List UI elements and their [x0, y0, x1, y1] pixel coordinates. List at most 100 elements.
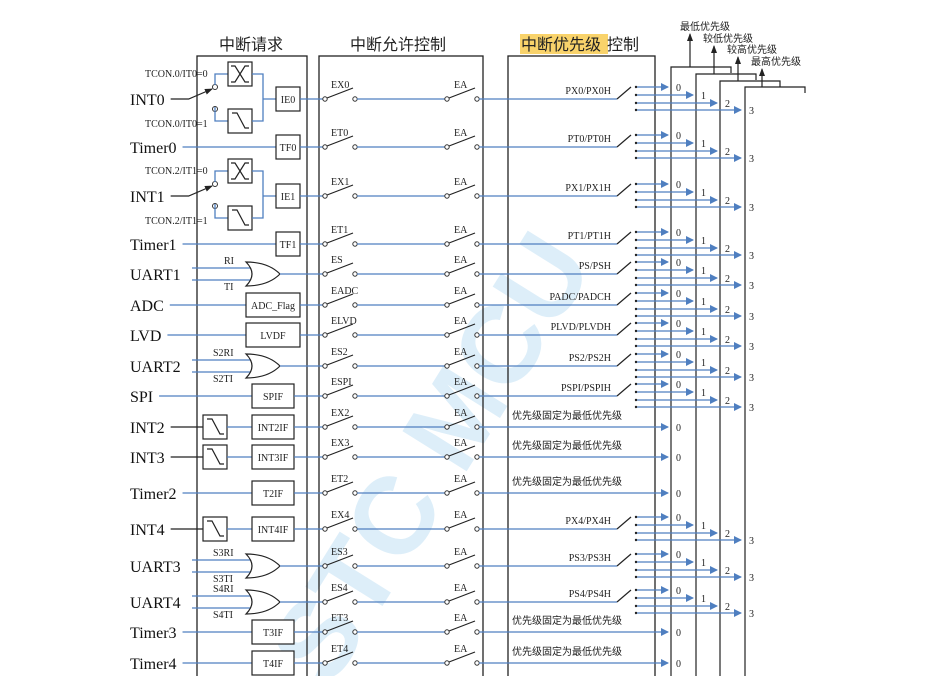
enable-switch-contact — [352, 393, 358, 399]
or-gate — [244, 553, 281, 579]
ea-switch-contact — [474, 241, 480, 247]
ea-switch-contact — [444, 332, 450, 338]
priority-level-number: 2 — [725, 147, 730, 158]
priority-level-number: 3 — [749, 609, 754, 620]
priority-level-number: 0 — [676, 350, 681, 361]
priority-level-number: 2 — [725, 366, 730, 377]
priority-level-number: 2 — [725, 529, 730, 540]
enable-switch-arm — [326, 262, 354, 274]
priority-level-number: 2 — [725, 305, 730, 316]
or-input-label-1: S2TI — [213, 374, 233, 385]
priority-contact — [634, 108, 638, 112]
priority-switch-arm — [616, 516, 632, 530]
priority-switch-arm — [616, 86, 632, 100]
enable-bit-label: ET4 — [331, 644, 348, 655]
priority-contact — [634, 307, 638, 311]
source-label: INT4 — [130, 522, 165, 539]
source-label: SPI — [130, 389, 153, 406]
priority-level-number: 3 — [749, 573, 754, 584]
enable-switch-contact — [322, 302, 328, 308]
flag-label: INT2IF — [258, 423, 289, 434]
ea-switch-arm — [448, 481, 476, 493]
enable-panel — [318, 55, 484, 676]
source-label: Timer4 — [130, 656, 177, 673]
falling-edge-box — [227, 205, 253, 231]
priority-contact — [634, 588, 638, 592]
ea-label: EA — [454, 474, 468, 485]
enable-switch-contact — [322, 454, 328, 460]
ea-switch-contact — [474, 393, 480, 399]
ea-label: EA — [454, 177, 468, 188]
ea-switch-contact — [444, 526, 450, 532]
ea-switch-contact — [474, 526, 480, 532]
priority-contact — [634, 515, 638, 519]
wire — [214, 204, 228, 219]
enable-bit-label: EADC — [331, 286, 359, 297]
enable-switch-contact — [352, 363, 358, 369]
wire — [214, 73, 228, 85]
priority-contact — [634, 156, 638, 160]
enable-bit-label: EX0 — [331, 80, 349, 91]
enable-switch-contact — [322, 144, 328, 150]
source-label: UART1 — [130, 267, 181, 284]
priority-contact — [634, 321, 638, 325]
priority-level-number: 3 — [749, 536, 754, 547]
priority-bits-label: PS4/PS4H — [569, 589, 611, 600]
flag-label: SPIF — [263, 392, 283, 403]
priority-level-number: 1 — [701, 188, 706, 199]
flag-box — [275, 183, 301, 209]
request-panel — [196, 55, 308, 676]
both-edge-icon — [231, 162, 249, 180]
priority-level-number: 0 — [676, 289, 681, 300]
priority-contact — [634, 133, 638, 137]
priority-contact — [634, 398, 638, 402]
priority-level-label-1: 较低优先级 — [703, 32, 753, 45]
priority-level-number: 1 — [701, 521, 706, 532]
priority-level-number: 1 — [701, 594, 706, 605]
ea-switch-arm — [448, 87, 476, 99]
priority-bits-label: PS/PSH — [579, 261, 611, 272]
priority-contact — [634, 337, 638, 341]
priority-contact — [634, 268, 638, 272]
ea-switch-arm — [448, 445, 476, 457]
enable-switch-contact — [352, 302, 358, 308]
priority-level-number: 2 — [725, 99, 730, 110]
flag-label: LVDF — [260, 331, 286, 342]
edge-select-label-0: TCON.2/IT1=0 — [145, 166, 208, 177]
priority-level-number: 2 — [725, 566, 730, 577]
priority-level-number: 3 — [749, 342, 754, 353]
or-gate — [244, 261, 281, 287]
priority-level-number: 0 — [676, 513, 681, 524]
fixed-priority-text: 优先级固定为最低优先级 — [512, 409, 622, 422]
enable-switch-arm — [326, 293, 354, 305]
flag-box — [275, 231, 301, 257]
enable-switch-contact — [352, 144, 358, 150]
priority-contact — [634, 85, 638, 89]
ea-label: EA — [454, 438, 468, 449]
ea-label: EA — [454, 613, 468, 624]
ea-switch-contact — [474, 271, 480, 277]
flag-label: INT3IF — [258, 453, 289, 464]
ea-switch-contact — [474, 424, 480, 430]
ea-switch-arm — [448, 184, 476, 196]
priority-level-number: 3 — [749, 373, 754, 384]
priority-contact — [634, 596, 638, 600]
enable-bit-label: ES — [331, 255, 343, 266]
ea-switch-arm — [448, 590, 476, 602]
edge-select-label-1: TCON.0/IT0=1 — [145, 119, 208, 130]
priority-level-number: 1 — [701, 358, 706, 369]
enable-bit-label: ES2 — [331, 347, 348, 358]
enable-switch-contact — [322, 393, 328, 399]
priority-panel — [507, 55, 656, 676]
priority-bits-label: PS3/PS3H — [569, 553, 611, 564]
source-label: LVD — [130, 328, 161, 345]
edge-select-label-1: TCON.2/IT1=1 — [145, 216, 208, 227]
ea-switch-contact — [444, 96, 450, 102]
ea-switch-contact — [444, 363, 450, 369]
priority-level-number: 3 — [749, 106, 754, 117]
